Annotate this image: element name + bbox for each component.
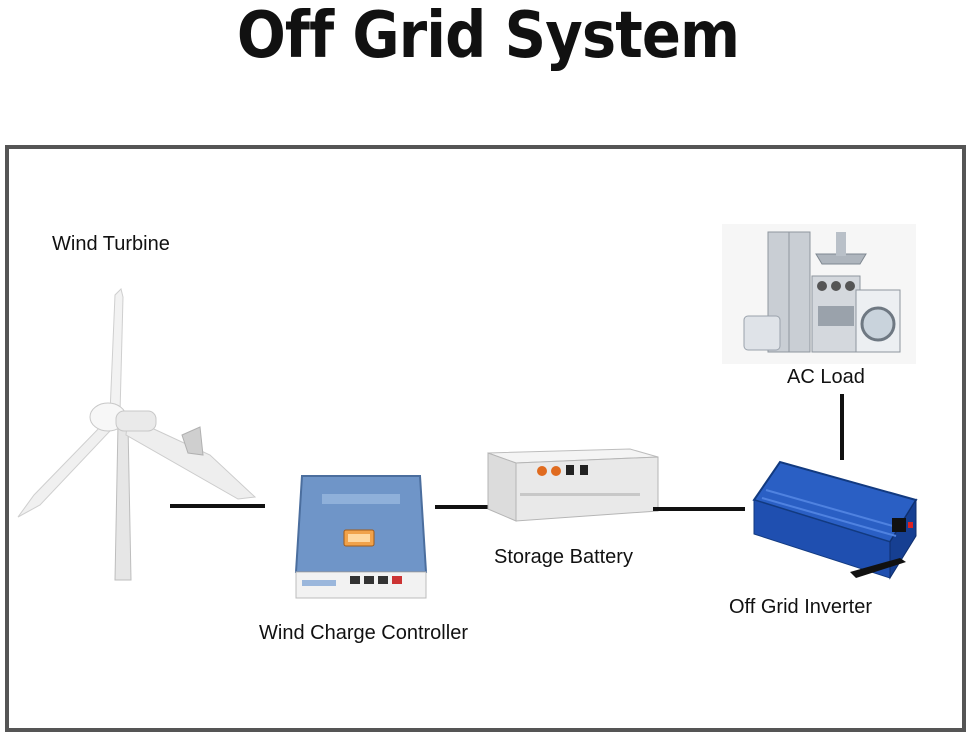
battery-inverter-connector [653,507,745,511]
off-grid-inverter-label: Off Grid Inverter [729,596,873,618]
inverter-load-connector [840,394,844,460]
off-grid-inverter-icon [752,460,918,580]
storage-battery-label: Storage Battery [494,546,633,568]
storage-battery-icon [487,448,659,522]
wind-turbine-label: Wind Turbine [52,233,170,255]
turbine-controller-connector [170,504,265,508]
page-title: Off Grid System [236,0,740,73]
charge-controller-icon [294,475,428,599]
controller-battery-connector [435,505,493,509]
ac-load-appliances-icon [722,224,916,364]
ac-load-label: AC Load [787,366,865,388]
wind-charge-controller-label: Wind Charge Controller [259,622,468,644]
wind-turbine-icon [17,288,257,581]
